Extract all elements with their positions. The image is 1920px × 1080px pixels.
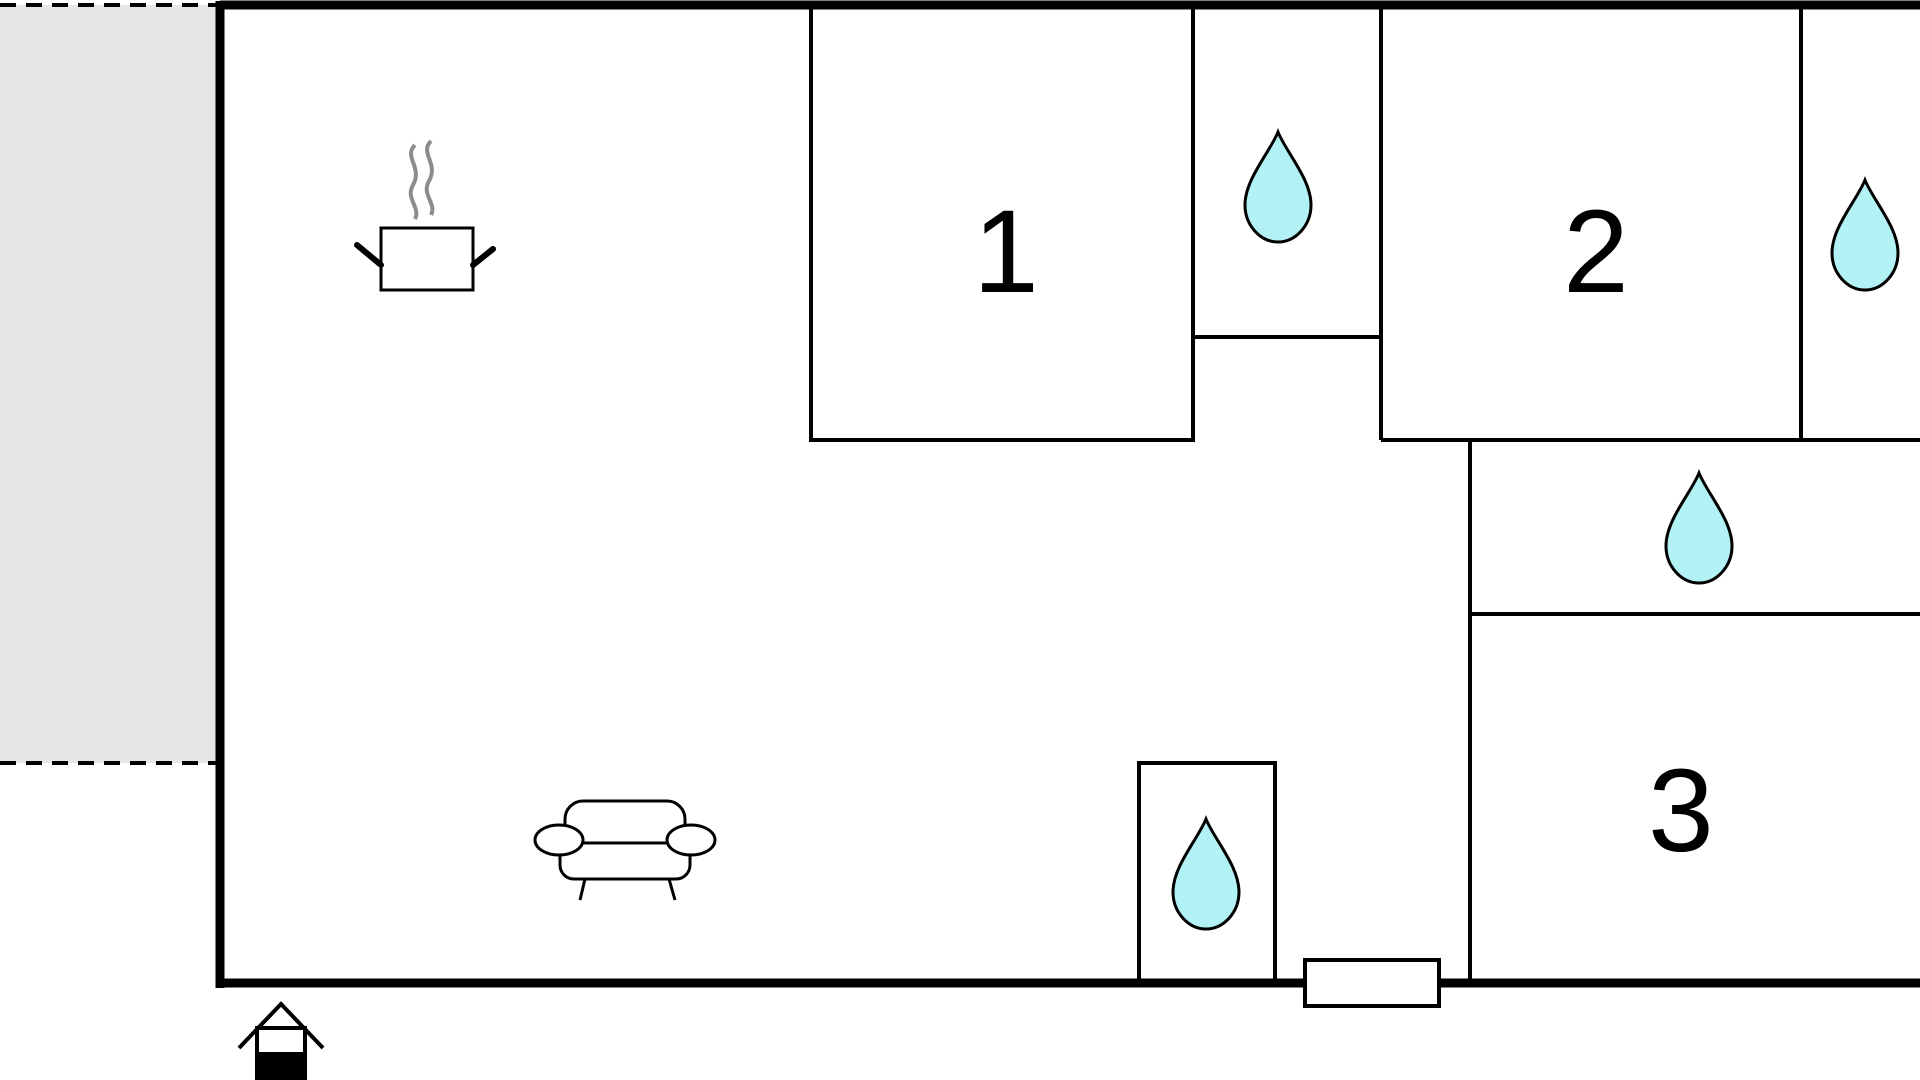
water-drop-icon: [1664, 471, 1734, 585]
entrance-house-icon: [237, 1001, 325, 1080]
cooking-pot-icon: [354, 139, 496, 292]
water-drop-icon: [1243, 130, 1313, 244]
water-drop-icon: [1171, 817, 1241, 931]
interior-walls: [809, 9, 1920, 980]
sofa-icon: [533, 799, 717, 901]
window: [1303, 958, 1441, 1008]
room-1-label: 1: [973, 186, 1039, 318]
outer-walls: [215, 0, 1920, 988]
room-2-label: 2: [1563, 186, 1629, 318]
terrace-area: [0, 3, 218, 765]
room-3-label: 3: [1648, 745, 1714, 877]
water-drop-icon: [1830, 178, 1900, 292]
